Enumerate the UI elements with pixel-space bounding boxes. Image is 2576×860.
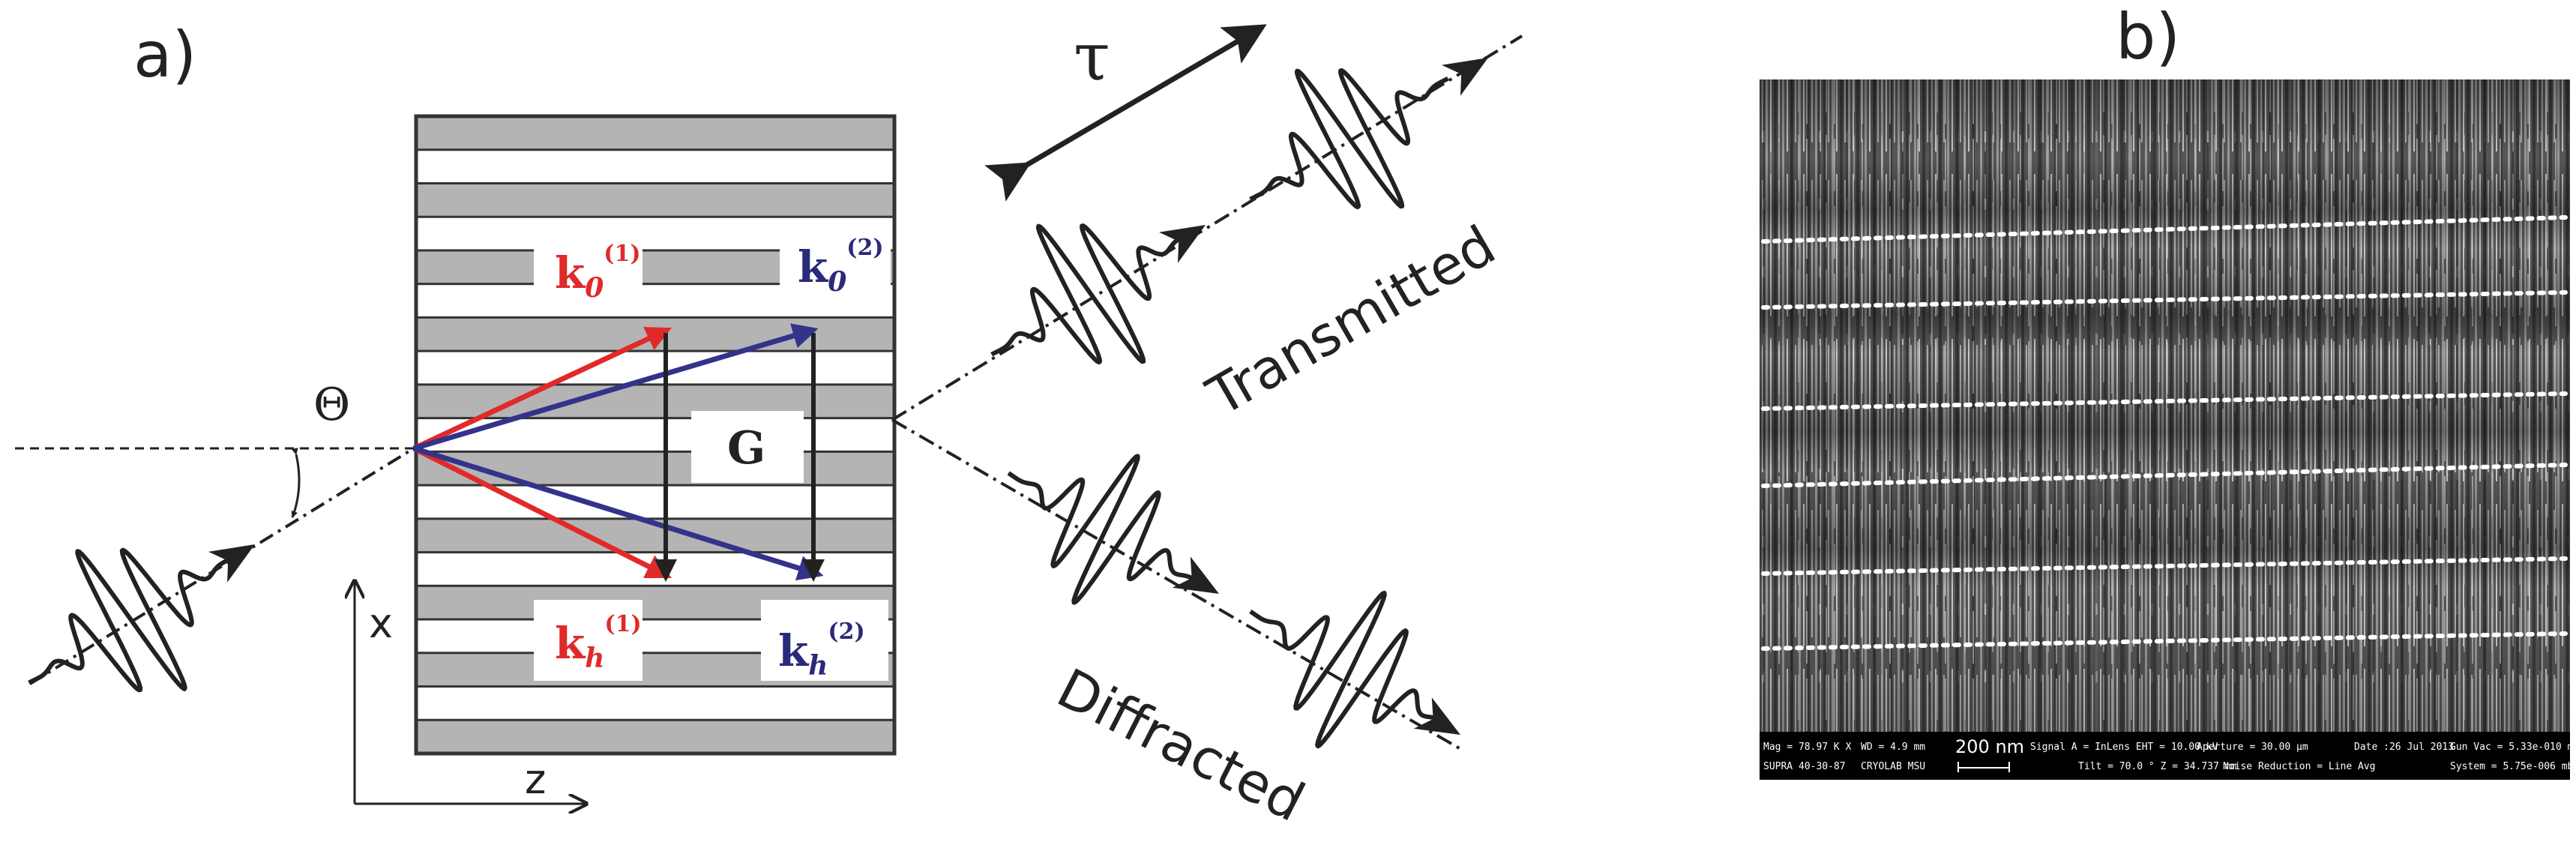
sem-info-signal: Signal A = InLens EHT = 10.00 kV: [2030, 742, 2218, 753]
diffracted-arrowhead-1: [1172, 556, 1219, 594]
kh-1-sub: h: [585, 643, 604, 674]
panel-a-label: a): [133, 18, 196, 91]
k0-2-base: k: [798, 241, 829, 292]
kh-2-label: kh(2): [778, 619, 865, 682]
crystal-frame: [414, 114, 897, 756]
sem-info-system: SUPRA 40-30-87: [1763, 761, 1846, 772]
sem-info-mag: Mag = 78.97 K X: [1763, 742, 1852, 753]
sem-boundary-line: [1761, 556, 2568, 576]
sem-boundary-line: [1761, 290, 2568, 310]
crystal-layer: [415, 450, 896, 487]
sem-boundary-line: [1761, 391, 2568, 411]
sem-band-shading: [1760, 79, 2570, 732]
sem-info-aperture: Aperture = 30.00 µm: [2197, 742, 2308, 753]
kh-2-label-box: [761, 600, 888, 681]
delay-arrow: [984, 24, 1267, 202]
k0-1-sub: 0: [585, 272, 604, 304]
z-axis-label: z: [525, 756, 546, 803]
sem-info-gun: Gun Vac = 5.33e-010 mb: [2450, 742, 2576, 753]
sem-info-noise: Noise Reduction = Line Avg: [2223, 761, 2376, 772]
diffracted-label: Diffracted: [1047, 656, 1314, 834]
transmitted-pulse-1: [990, 223, 1191, 365]
transmitted-label: Transmitted: [1197, 214, 1506, 429]
sem-info-bar: [1760, 732, 2570, 780]
x-axis-label: x: [369, 600, 393, 647]
sem-info-system-vac: System = 5.75e-006 mb: [2450, 761, 2574, 772]
incident-arrowhead: [208, 544, 255, 583]
kh-2-arrow: [412, 445, 824, 581]
pulses: [27, 58, 1488, 749]
sem-boundary-line: [1761, 463, 2568, 488]
k0-1-arrow: [412, 327, 672, 451]
kh-2-base: k: [778, 625, 810, 676]
k0-2-label: k0(2): [798, 235, 884, 298]
kh-2-sub: h: [808, 650, 828, 682]
wave-vectors: [412, 323, 825, 582]
transmitted-pulse-2: [1249, 68, 1450, 210]
sem-info-tilt: Tilt = 70.0 ° Z = 34.737 mm: [2078, 761, 2236, 772]
g-label: G: [727, 422, 765, 475]
k0-2-arrow: [413, 323, 819, 451]
k0-1-sup: (1): [604, 241, 640, 267]
kh-1-label-box: [534, 600, 643, 681]
sem-boundary-line: [1761, 215, 2568, 244]
diffracted-pulse-1: [1007, 454, 1205, 605]
sem-scale-label: 200 nm: [1955, 736, 2024, 757]
incident-pulse: [27, 547, 235, 693]
k0-2-label-box: [780, 225, 891, 306]
kh-1-label: kh(1): [555, 611, 642, 674]
diffracted-beam: [891, 418, 1463, 751]
sem-boundary-line: [1761, 631, 2568, 651]
k0-1-label: k0(1): [555, 241, 641, 304]
sem-info-date: Date :26 Jul 2013: [2354, 742, 2454, 753]
sem-layer-boundaries: [1761, 215, 2568, 651]
crystal-layer: [415, 718, 896, 755]
k0-1-base: k: [555, 247, 586, 298]
diffracted-pulse-2: [1249, 590, 1453, 749]
diffracted-arrowhead-2: [1413, 697, 1460, 735]
sem-image: Mag = 78.97 K X SUPRA 40-30-87 WD = 4.9 …: [1760, 79, 2576, 780]
transmitted-arrowhead-1: [1158, 225, 1206, 263]
theta-symbol: Θ: [313, 379, 350, 431]
delay-symbol: τ: [1074, 18, 1110, 95]
theta-angle-arc: [291, 448, 301, 518]
kh-1-arrow: [412, 445, 672, 579]
kh-1-sup: (1): [604, 611, 641, 637]
k0-2-sup: (2): [846, 235, 883, 261]
panel-b-label: b): [2116, 0, 2180, 73]
kh-1-base: k: [555, 618, 586, 669]
k0-1-label-box: [534, 225, 643, 306]
transmitted-arrowhead-2: [1441, 58, 1488, 96]
k0-2-sub: 0: [828, 266, 846, 298]
g-label-box: [691, 411, 804, 483]
kh-2-sup: (2): [828, 619, 864, 645]
crystal-layer: [415, 115, 896, 151]
crystal-layer: [415, 181, 896, 218]
sem-info-wd: WD = 4.9 mm: [1861, 742, 1925, 753]
incident-beam: [28, 447, 415, 685]
sem-info-lab: CRYOLAB MSU: [1861, 761, 1925, 772]
